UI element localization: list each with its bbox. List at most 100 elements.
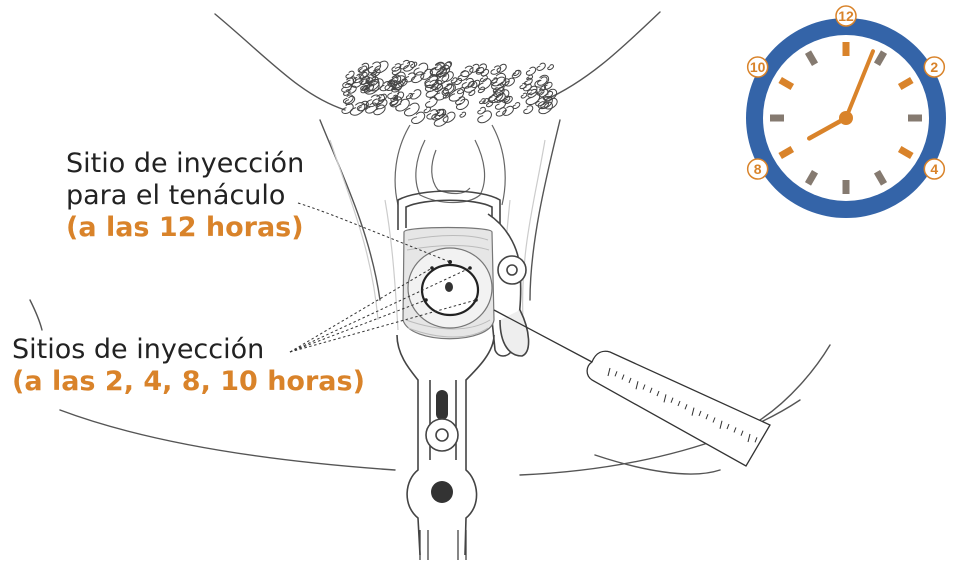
hair-curl	[431, 79, 443, 91]
hair-curl	[502, 105, 514, 116]
hair-curl	[475, 67, 485, 75]
hair-curl	[523, 77, 533, 86]
hair-curl	[351, 78, 363, 88]
hair-curl	[387, 88, 400, 100]
hair-curl	[461, 77, 474, 89]
syringe-tick	[726, 423, 730, 430]
hair-curl	[495, 89, 510, 102]
hair-curl	[467, 80, 475, 88]
syringe-tick	[684, 404, 688, 410]
hair-curl	[433, 113, 449, 127]
hair-curl	[538, 88, 549, 98]
hair-curl	[390, 71, 406, 86]
syringe-tick	[656, 390, 660, 397]
hair-curl	[423, 106, 431, 114]
hair-curl	[411, 71, 425, 84]
hair-curl	[491, 77, 498, 84]
hair-curl	[442, 84, 455, 95]
clock-tick	[778, 76, 795, 91]
hair-curl	[341, 103, 354, 115]
clock-tick	[804, 169, 819, 186]
syringe-icon	[493, 309, 771, 467]
hair-curl	[389, 96, 403, 108]
hair-curl	[491, 76, 507, 90]
tenaculum-site-label: Sitio de inyección para el tenáculo (a l…	[66, 148, 304, 244]
hair-curl	[475, 63, 487, 74]
hair-curl	[352, 73, 364, 84]
syringe-tick	[719, 420, 723, 429]
hair-curl	[341, 83, 352, 93]
hair-curl	[490, 65, 502, 75]
hair-curl	[482, 98, 489, 104]
hair-curl	[342, 94, 354, 104]
hair-curl	[477, 86, 486, 94]
hair-curl	[525, 66, 537, 76]
hair-curl	[388, 75, 399, 85]
svg-text:12: 12	[838, 8, 854, 24]
hair-curl	[436, 109, 445, 116]
syringe-tick	[607, 367, 611, 377]
syringe-tick	[705, 414, 709, 420]
clock-tick	[897, 145, 914, 160]
hair-curl	[405, 92, 414, 100]
hair-curl	[538, 101, 553, 115]
hair-curl	[487, 89, 504, 104]
hair-curl	[468, 89, 476, 96]
hair-curl	[537, 76, 548, 86]
hair-curl	[373, 104, 386, 116]
hair-curl	[403, 61, 416, 72]
clock-tick	[778, 145, 795, 160]
syringe-tick	[635, 381, 639, 390]
hair-curl	[365, 102, 378, 114]
clock-number-8: 8	[746, 158, 769, 180]
hair-curl	[391, 63, 402, 72]
hair-curl	[365, 73, 377, 83]
clock-tick	[804, 50, 819, 67]
hair-curl	[366, 94, 381, 108]
clock-number-4: 4	[923, 158, 946, 180]
hair-curl	[442, 111, 456, 123]
hair-curl	[478, 78, 492, 90]
syringe-tick	[691, 407, 695, 416]
sites-label-line1: Sitios de inyección	[12, 334, 265, 365]
hair-curl	[342, 77, 355, 89]
hair-curl	[367, 61, 382, 74]
hair-curl	[425, 86, 439, 98]
hair-curl	[519, 82, 527, 90]
hair-curl	[493, 86, 505, 98]
hair-curl	[343, 89, 351, 96]
tenaculum-time-label: (a las 12 horas)	[66, 211, 304, 243]
hair-curl	[410, 61, 418, 68]
hair-curl	[409, 89, 422, 100]
hair-curl	[459, 111, 467, 118]
syringe-tick	[677, 400, 681, 407]
tenaculum-label-line1: Sitio de inyección	[66, 148, 305, 179]
hair-curl	[420, 68, 433, 80]
hair-curl	[527, 88, 538, 98]
hair-curl	[488, 93, 498, 102]
hair-curl	[486, 100, 494, 108]
clock-number-2: 2	[923, 56, 946, 78]
clock-tick	[873, 50, 888, 67]
syringe-tick	[670, 397, 674, 403]
hair-curl	[389, 97, 399, 106]
hair-curl	[448, 88, 465, 102]
hair-curl	[360, 85, 370, 94]
hair-curl	[477, 110, 492, 124]
hair-curl	[480, 68, 490, 77]
hair-curl	[374, 60, 389, 74]
hair-curl	[361, 84, 369, 91]
hair-curl	[411, 111, 426, 125]
clock-icon: 12 2 4 8 10	[746, 5, 946, 218]
hair-curl	[399, 59, 411, 70]
hair-curl	[455, 96, 466, 106]
hair-curl	[511, 69, 522, 79]
syringe-tick	[642, 384, 646, 390]
svg-text:10: 10	[750, 59, 766, 75]
syringe-tick	[712, 417, 716, 423]
hair-curl	[496, 63, 507, 73]
hair-curl	[359, 71, 368, 79]
hair-curl	[544, 97, 558, 110]
syringe-tick	[698, 410, 702, 417]
hair-curl	[535, 97, 546, 107]
